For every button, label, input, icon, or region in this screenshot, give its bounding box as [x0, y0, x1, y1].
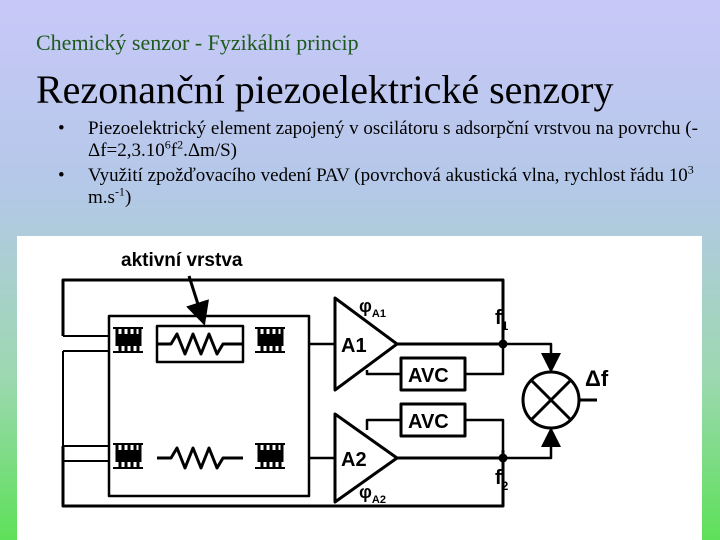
bullet-text: m.s: [88, 187, 115, 208]
delay-line-top: [157, 332, 243, 356]
phase-a1-label: φA1: [359, 296, 386, 320]
active-layer-arrow: [186, 275, 209, 326]
phase-a2-label: φA2: [359, 482, 386, 506]
f1-label: f1: [495, 307, 509, 333]
bullet-text: Piezoelektrický element zapojený v oscil…: [88, 118, 698, 161]
substrate-block: [107, 314, 311, 498]
bullet-text: .Δm/S): [183, 140, 238, 161]
amplifier-a1-label: A1: [341, 335, 367, 357]
transducer-bottom-right: [253, 442, 287, 470]
bullet-superscript: 6: [164, 137, 171, 152]
bullet-marker: •: [58, 118, 65, 139]
delta-f-label: Δf: [585, 366, 609, 391]
bullet-text: f: [170, 140, 178, 161]
slide-title: Rezonanční piezoelektrické senzory: [36, 67, 614, 112]
bullet-item: • Piezoelektrický element zapojený v osc…: [58, 118, 698, 162]
amplifier-a1: [333, 296, 399, 392]
loop-bottom-wire: [61, 446, 505, 508]
transducer-bottom-left: [111, 442, 145, 470]
avc-label-2: AVC: [408, 411, 449, 433]
bullet-item: • Využití zpožďovacího vedení PAV (povrc…: [58, 162, 698, 209]
bullet-text: Využití zpožďovacího vedení PAV (povrcho…: [88, 165, 688, 186]
bullet-marker: •: [58, 165, 65, 186]
delay-line-bottom: [157, 446, 243, 470]
bullet-list: • Piezoelektrický element zapojený v osc…: [58, 118, 698, 212]
bullet-superscript: 3: [687, 162, 694, 177]
active-layer-label: aktivní vrstva: [121, 250, 243, 271]
amplifier-a2-label: A2: [341, 449, 367, 471]
slide-subtitle: Chemický senzor - Fyzikální princip: [36, 30, 359, 55]
bullet-superscript: 2: [177, 137, 184, 152]
circuit-diagram: aktivní vrstva A1 φA1 A2 φA2 AVC AVC f1 …: [17, 236, 702, 540]
loop-top-wire: [61, 278, 505, 342]
bullet-text: ): [124, 187, 132, 208]
avc-label-1: AVC: [408, 365, 449, 387]
bullet-superscript: -1: [114, 184, 125, 199]
transducer-top-left: [111, 326, 145, 354]
amplifier-a2: [333, 412, 399, 504]
f2-label: f2: [495, 467, 509, 493]
transducer-top-right: [253, 326, 287, 354]
